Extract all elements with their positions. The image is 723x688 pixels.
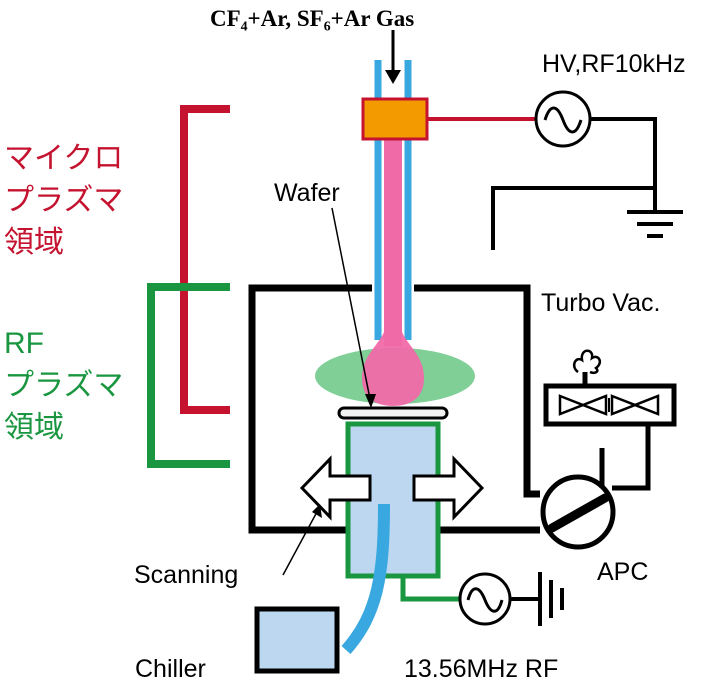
wafer-label: Wafer xyxy=(274,179,340,207)
scan-arrow-left-icon xyxy=(299,455,372,521)
rf-feed-line xyxy=(400,576,460,602)
rf-region-bracket xyxy=(147,283,230,468)
coolant-tube xyxy=(341,503,390,654)
scan-arrow-right-icon xyxy=(412,455,485,521)
micro-region-bracket xyxy=(180,105,230,414)
chamber-ground-wire xyxy=(491,186,655,250)
gas-inlet-arrowhead xyxy=(385,70,401,84)
rf-source-label: 13.56MHz RF xyxy=(404,655,558,683)
scanning-label: Scanning xyxy=(134,561,238,589)
micro-region-line2: プラズマ xyxy=(4,184,123,217)
micro-region-line3: 領域 xyxy=(4,226,64,259)
electrode xyxy=(361,97,429,141)
plasma-plume xyxy=(362,332,424,406)
sine-icon xyxy=(543,106,583,134)
exhaust-cloud-icon xyxy=(572,349,602,375)
turbo-label: Turbo Vac. xyxy=(541,289,661,317)
turbo-fan-icon xyxy=(558,394,660,416)
micro-plasma-jet xyxy=(384,126,402,346)
apc-label: APC xyxy=(597,558,648,586)
chiller-label: Chiller xyxy=(135,655,206,683)
valve-flap xyxy=(547,493,610,533)
chiller xyxy=(254,606,340,674)
rf-region-line1: RF xyxy=(4,327,44,360)
wafer-leader xyxy=(331,207,372,405)
hv-label: HV,RF10kHz xyxy=(542,50,686,78)
wafer xyxy=(337,406,449,420)
apc-pipe xyxy=(612,421,672,491)
chamber-wall-right xyxy=(414,284,540,498)
hv-ground-wire xyxy=(590,117,657,210)
micro-region-line1: マイクロ xyxy=(4,142,123,175)
gas-label: CF₄+Ar, SF₆+Ar Gas xyxy=(210,6,414,31)
rf-region-line2: プラズマ xyxy=(4,369,123,402)
rf-region-line3: 領域 xyxy=(4,411,64,444)
scanning-leader xyxy=(282,509,319,576)
